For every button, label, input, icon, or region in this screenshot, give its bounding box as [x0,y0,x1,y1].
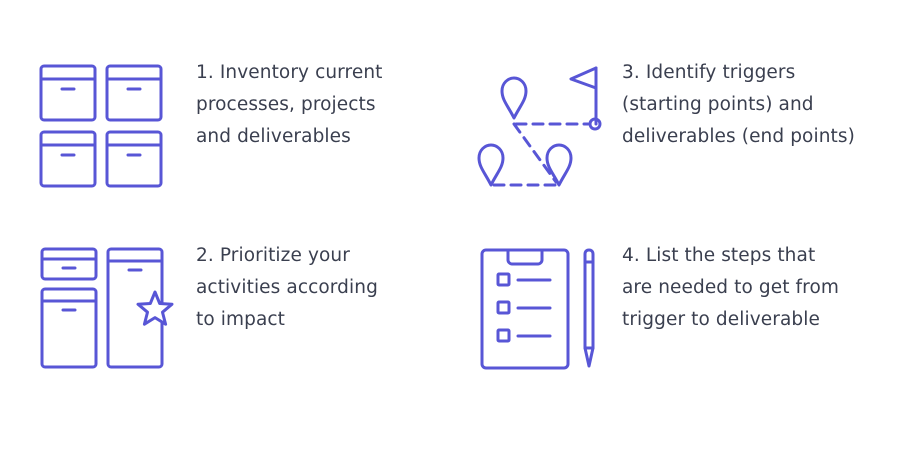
step-3-text: 3. Identify triggers (starting points) a… [622,57,855,153]
step-3-line-2: (starting points) and [622,94,814,115]
step-4: 4. List the steps that are needed to get… [0,0,839,370]
step-1-text: 1. Inventory current processes, projects… [196,57,383,153]
step-3-line-3: deliverables (end points) [622,126,855,147]
storage-boxes-icon [39,64,163,188]
step-4-line-3: trigger to deliverable [622,309,820,330]
step-4-text: 4. List the steps that are needed to get… [622,240,839,336]
step-4-line-2: are needed to get from [622,277,840,298]
route-pins-flag-icon [477,66,602,187]
step-2-line-2: activities according [196,277,378,298]
step-3: 3. Identify triggers (starting points) a… [0,0,855,187]
step-2-line-3: to impact [196,309,286,330]
step-1: 1. Inventory current processes, projects… [0,0,420,188]
step-2-text: 2. Prioritize your activities according … [196,240,378,336]
step-1-line-1: 1. Inventory current [196,62,383,83]
step-1-line-2: processes, projects [196,94,376,115]
step-2-line-1: 2. Prioritize your [196,245,350,266]
step-3-line-1: 3. Identify triggers [622,62,796,83]
clipboard-checklist-pencil-icon [480,248,595,370]
step-2: 2. Prioritize your activities according … [0,0,420,369]
step-1-line-3: and deliverables [196,126,351,147]
boxes-star-icon [40,247,174,369]
step-4-line-1: 4. List the steps that [622,245,816,266]
